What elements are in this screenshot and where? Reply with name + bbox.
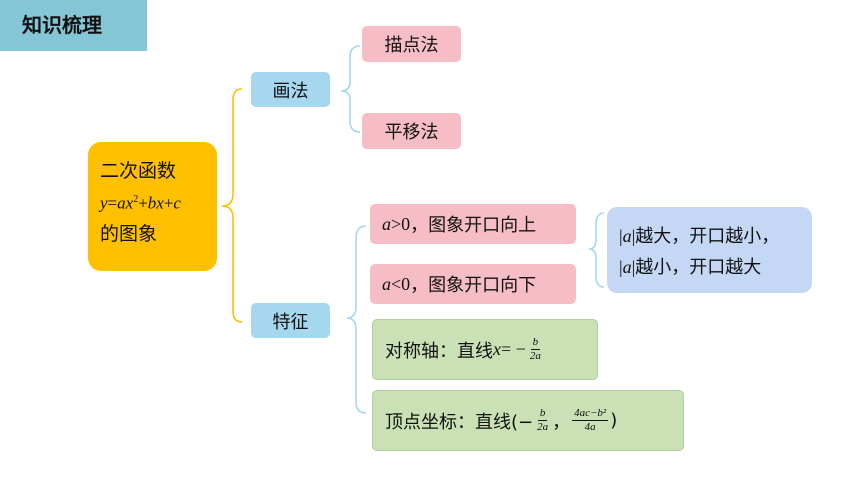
vertex-x-fraction: b 2a — [537, 407, 549, 433]
branch-drawing-method: 画法 — [251, 72, 330, 107]
axis-fraction: b 2a — [529, 336, 541, 362]
abs-note-line-2: |a|越小，开口越大 — [619, 257, 762, 278]
abs-a-note: |a|越大，开口越小， |a|越小，开口越大 — [607, 207, 812, 293]
root-subtitle: 的图象 — [100, 222, 158, 245]
item-point-plotting: 描点法 — [362, 26, 461, 62]
feature-brace — [346, 225, 367, 414]
item-a-positive: a>0，图象开口向上 — [370, 204, 576, 244]
root-equation: y=ax2+bx+c — [100, 193, 181, 213]
item-translation: 平移法 — [362, 113, 461, 149]
section-title: 知识梳理 — [0, 0, 147, 51]
vertex-y-fraction: 4ac−b² 4a — [572, 407, 609, 433]
root-brace — [221, 88, 243, 323]
root-title: 二次函数 — [100, 160, 177, 182]
branch-features: 特征 — [251, 303, 330, 338]
item-a-negative: a<0，图象开口向下 — [370, 264, 576, 304]
abs-brace — [588, 212, 605, 288]
root-node: 二次函数 y=ax2+bx+c 的图象 — [88, 142, 217, 271]
abs-note-line-1: |a|越大，开口越小， — [619, 226, 780, 247]
item-vertex-coordinates: 顶点坐标：直线(− b 2a ， 4ac−b² 4a ) — [372, 390, 684, 451]
draw-brace — [340, 45, 361, 133]
